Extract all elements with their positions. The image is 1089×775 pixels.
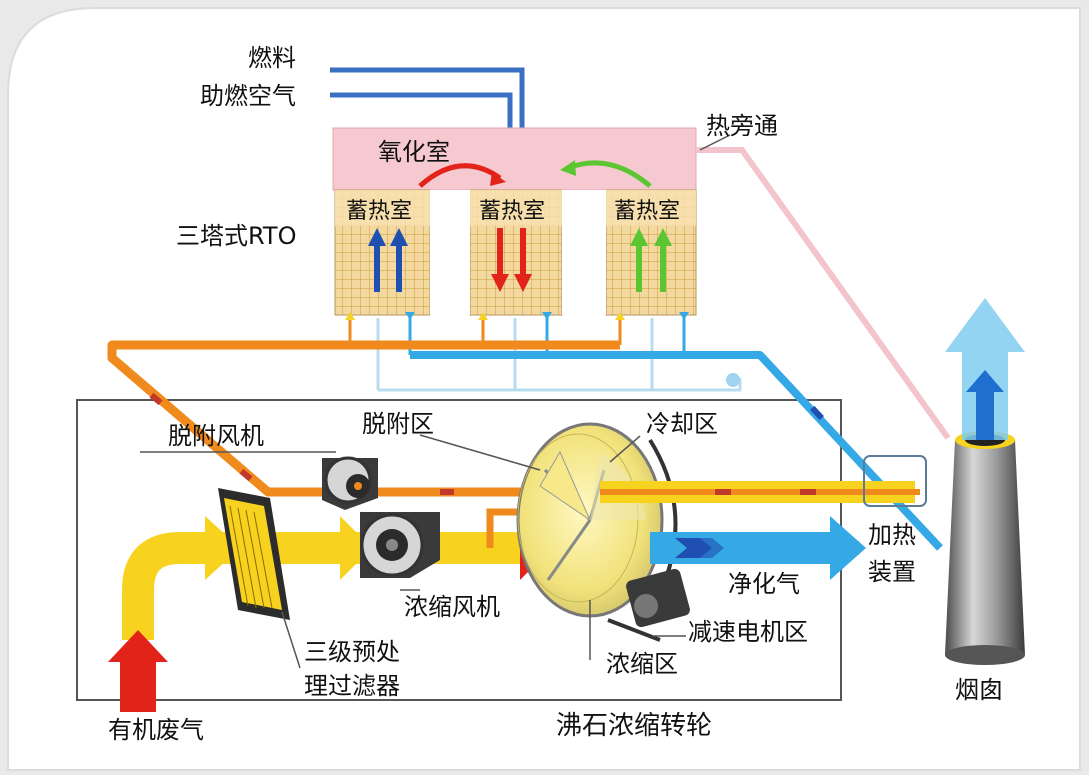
chimney-exhaust-arrow-outer: [945, 298, 1025, 440]
concentration-fan-icon: [360, 512, 440, 578]
label-combustion-air: 助燃空气: [200, 82, 296, 110]
waste-gas-duct: [122, 532, 218, 640]
label-desorption-zone: 脱附区: [362, 410, 434, 438]
regen-chamber-3-arrows: [630, 228, 672, 292]
label-heating-device-2: 装置: [868, 558, 916, 586]
bed-valve-heads: [345, 312, 689, 320]
hot-bypass-line: [696, 147, 951, 440]
label-three-stage-1: 三级预处: [304, 638, 400, 666]
label-fuel: 燃料: [248, 44, 296, 72]
label-desorption-fan: 脱附风机: [168, 422, 264, 450]
leader-lines: [140, 134, 731, 669]
desorption-flow-marks: [149, 392, 454, 495]
fuel-supply-lines: [330, 67, 525, 128]
chimney-icon: [945, 431, 1025, 665]
label-reducer-motor-zone: 减速电机区: [688, 618, 808, 646]
label-organic-waste-gas: 有机废气: [108, 716, 204, 744]
label-three-tower-rto: 三塔式RTO: [176, 222, 296, 250]
regen-chamber-2-arrows: [491, 228, 532, 292]
label-oxidation-chamber: 氧化室: [378, 138, 450, 166]
chimney-exhaust-arrow-inner: [966, 370, 1004, 440]
label-zeolite-rotor: 沸石浓缩转轮: [556, 711, 712, 741]
label-chimney: 烟囱: [955, 676, 1003, 704]
filter-panel-icon: [218, 488, 290, 620]
label-heating-device-1: 加热: [868, 521, 916, 549]
label-three-stage-2: 理过滤器: [304, 672, 400, 700]
waste-gas-arrow-1: [205, 516, 240, 580]
clean-gas-chevrons: [675, 538, 724, 558]
waste-gas-inlet-arrow: [108, 630, 168, 712]
purge-line: [378, 378, 742, 392]
label-regen-chamber-3: 蓄热室: [614, 199, 680, 224]
motor-icon: [607, 568, 690, 642]
waste-gas-arrow-2: [340, 516, 372, 580]
label-concentration-zone: 浓缩区: [606, 650, 678, 678]
heating-device-frame: [863, 455, 927, 507]
label-regen-chamber-1: 蓄热室: [346, 199, 412, 224]
oxidation-flow-arrow-green: [567, 160, 652, 188]
label-cooling-zone: 冷却区: [646, 410, 718, 438]
desorption-fan-icon: [322, 456, 378, 510]
label-clean-gas: 净化气: [728, 570, 800, 598]
label-concentration-fan: 浓缩风机: [404, 593, 500, 621]
regen-chamber-1-arrows: [368, 228, 408, 292]
label-regen-chamber-2: 蓄热室: [479, 199, 545, 224]
label-hot-bypass: 热旁通: [706, 112, 778, 140]
exhaust-flow-marks: [810, 405, 824, 421]
clean-gas-arrow: [650, 516, 866, 580]
cooling-flow-marks: [715, 489, 816, 495]
